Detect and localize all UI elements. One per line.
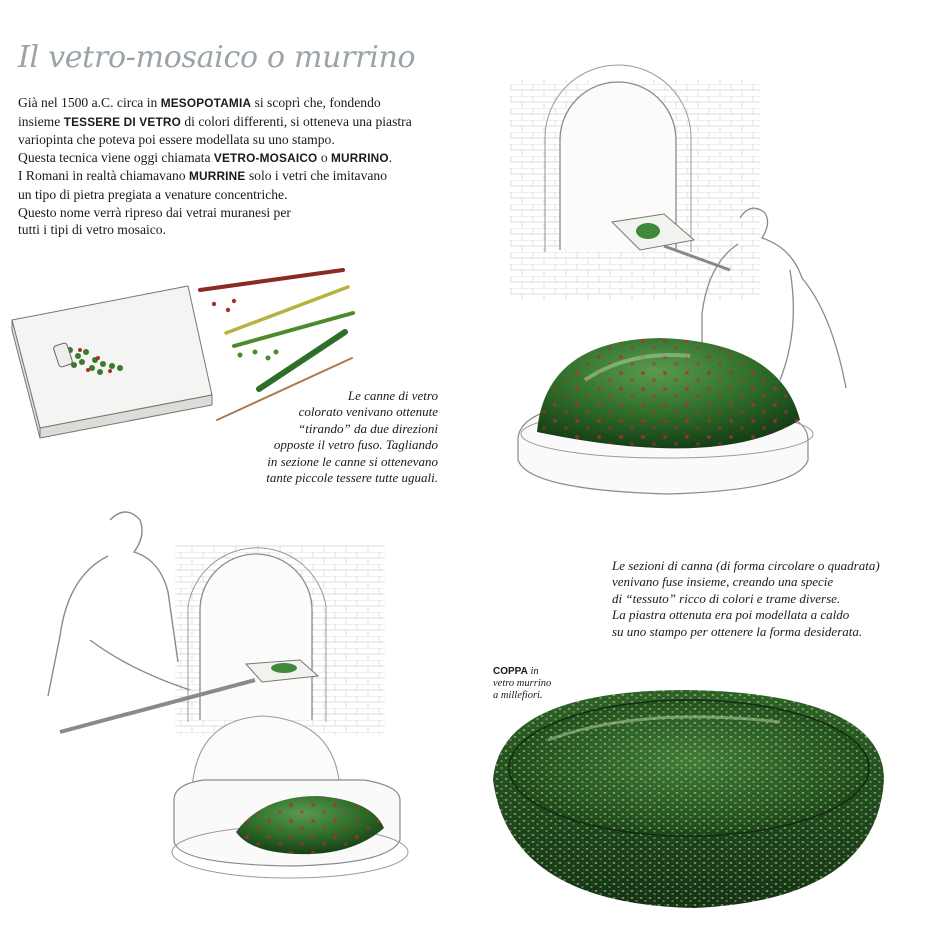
intro-line: tutti i tipi di vetro mosaico. [18, 222, 167, 238]
caption-canes: Le canne di vetro colorato venivano otte… [266, 388, 438, 486]
intro-line: un tipo di pietra pregiata a venature co… [18, 186, 288, 202]
intro-line: variopinta che poteva poi essere modella… [18, 132, 335, 148]
marver-slab-illustration [11, 268, 355, 439]
intro-line: I Romani in realtà chiamavano MURRINE so… [18, 168, 388, 184]
intro-line: insieme TESSERE DI VETRO di colori diffe… [18, 113, 412, 129]
keyword: MURRINE [189, 169, 246, 184]
furnace-dome-illustration [510, 64, 847, 495]
intro-text: Già nel 1500 a.C. circa in MESOPOTAMIA s… [18, 94, 458, 239]
caption-fusion: Le sezioni di canna (di forma circolare … [612, 558, 880, 639]
keyword: TESSERE DI VETRO [63, 114, 181, 129]
keyword: VETRO-MOSAICO [213, 150, 318, 165]
keyword: MESOPOTAMIA [160, 96, 252, 110]
page-title: Il vetro-mosaico o murrino [18, 40, 416, 75]
keyword: MURRINO [331, 150, 389, 165]
murrine-bowl-illustration [493, 690, 884, 908]
worker-furnace-illustration [47, 511, 409, 879]
intro-line: Questa tecnica viene oggi chiamata VETRO… [18, 149, 393, 165]
intro-line: Questo nome verrà ripreso dai vetrai mur… [18, 204, 291, 220]
caption-bowl: COPPA in vetro murrino a millefiori. [493, 666, 552, 701]
intro-line: Già nel 1500 a.C. circa in MESOPOTAMIA s… [18, 95, 381, 110]
